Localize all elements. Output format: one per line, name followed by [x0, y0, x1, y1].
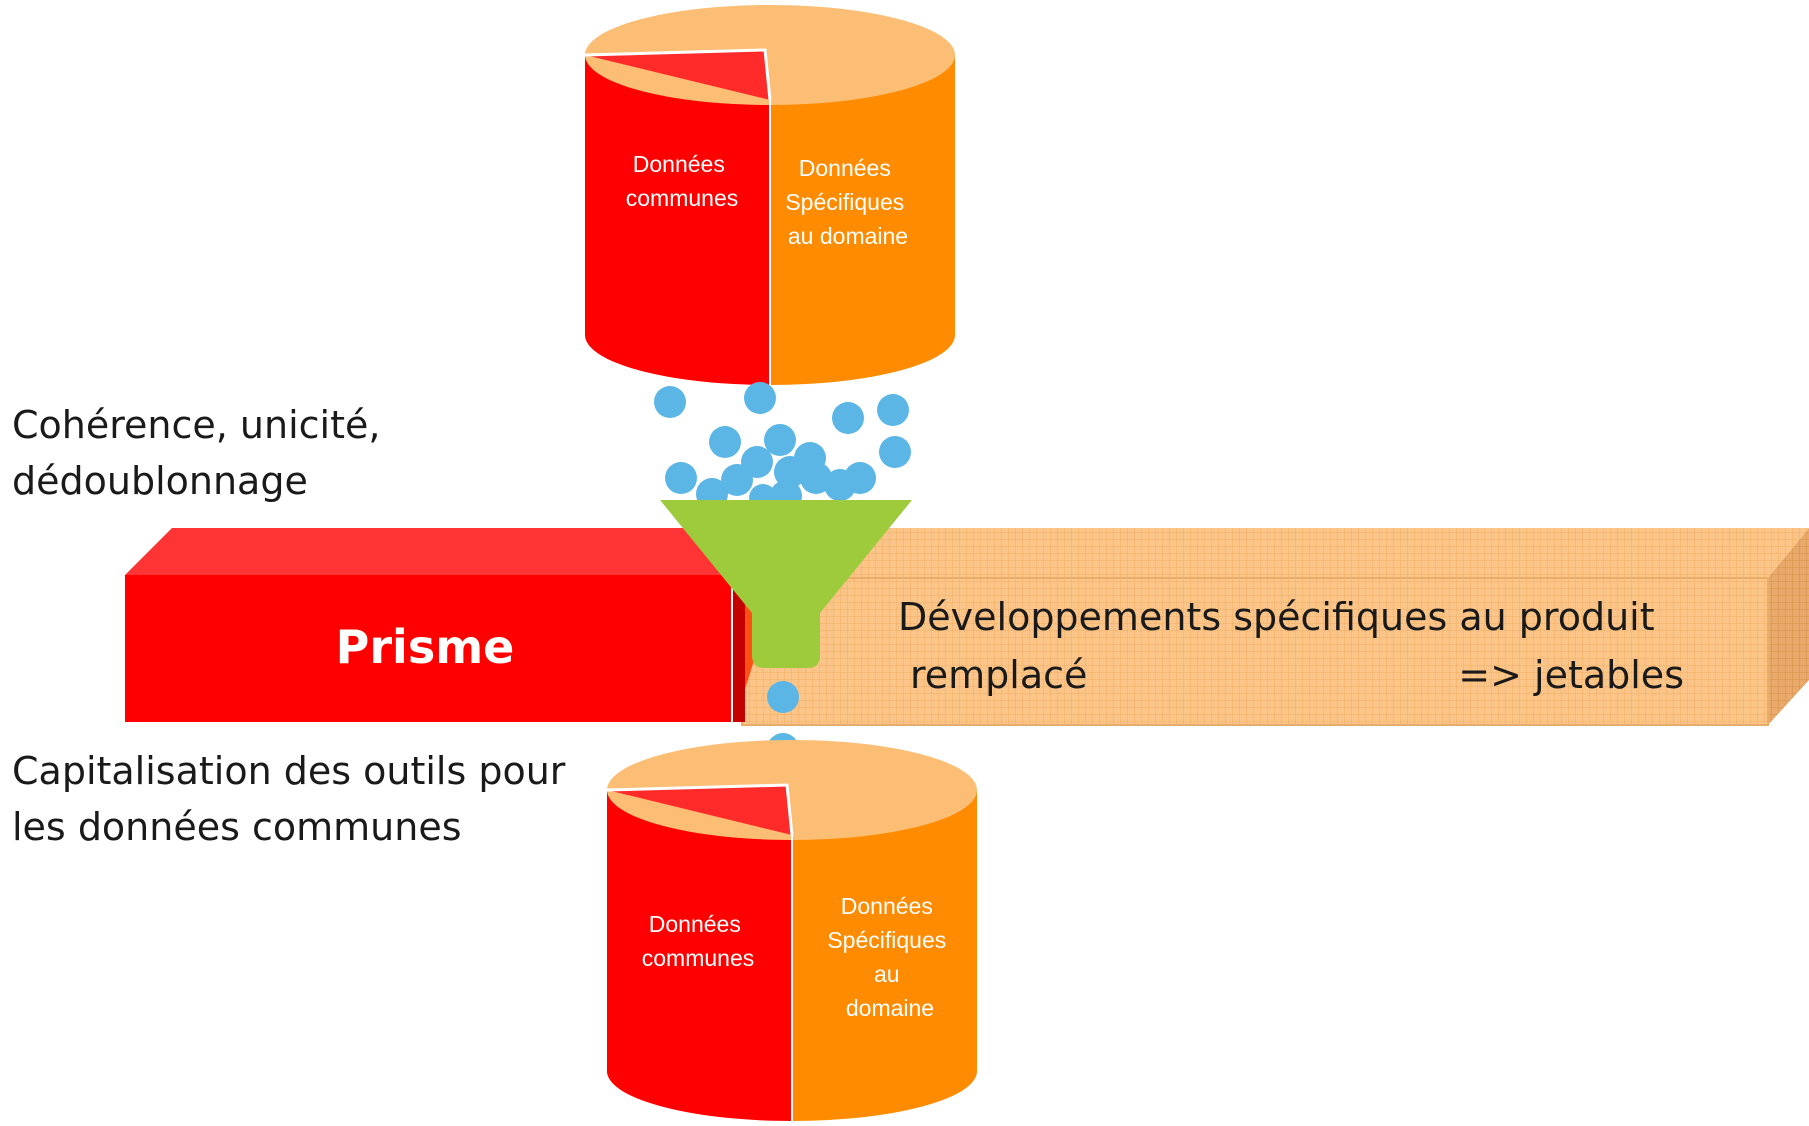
bottom-cylinder-left-label: Données communes	[642, 911, 754, 971]
funnel	[660, 500, 912, 668]
prisme-label: Prisme	[336, 620, 515, 674]
bottom-cylinder: Données communes Données Spécifiques au …	[606, 740, 978, 1121]
drop	[665, 462, 697, 494]
specific-bar-end-face	[1768, 528, 1809, 725]
top-cylinder-slice-top	[585, 50, 770, 100]
specific-bar-line1: Développements spécifiques au produit	[898, 595, 1655, 639]
top-cylinder-lid	[585, 5, 955, 105]
specific-dev-bar: Développements spécifiques au produit re…	[735, 528, 1809, 726]
drop	[824, 469, 856, 501]
top-cylinder-left-label: Données communes	[626, 151, 738, 211]
bottom-cylinder-slice-top	[607, 785, 792, 835]
specific-bar-line2-right: => jetables	[1458, 653, 1684, 697]
bottom-cylinder-lid	[607, 740, 977, 840]
top-cylinder-left-body	[585, 55, 770, 385]
drop	[879, 436, 911, 468]
drop	[832, 402, 864, 434]
funnel-body	[660, 500, 912, 668]
bottom-cylinder-left-body	[606, 790, 792, 1121]
capitalisation-annotation: Capitalisation des outils pour les donné…	[12, 749, 578, 849]
specific-bar-line2-left: remplacé	[910, 653, 1087, 697]
specific-bar-front-face	[741, 577, 1769, 726]
top-cylinder-right-label: Données Spécifiques au domaine	[785, 155, 910, 249]
bottom-cylinder-right-body	[792, 790, 978, 1121]
coherence-annotation: Cohérence, unicité, dédoublonnage	[12, 403, 393, 503]
drop	[721, 464, 753, 496]
drop	[767, 681, 799, 713]
drop	[877, 394, 909, 426]
drop	[764, 424, 796, 456]
prisme-bar: Prisme	[125, 528, 745, 722]
drop	[709, 426, 741, 458]
bottom-cylinder-right-label: Données Spécifiques au domaine	[827, 893, 952, 1021]
prisme-bar-top-face	[125, 528, 735, 575]
specific-bar-top-face	[745, 528, 1809, 578]
drop	[800, 462, 832, 494]
prisme-bar-end-face	[730, 575, 745, 722]
data-drops	[654, 382, 911, 512]
drop	[654, 386, 686, 418]
top-cylinder-right-body	[770, 55, 955, 385]
prisme-bar-front-face	[125, 575, 732, 722]
drop	[744, 382, 776, 414]
drop	[774, 456, 806, 488]
top-cylinder: Données communes Données Spécifiques au …	[584, 5, 955, 385]
